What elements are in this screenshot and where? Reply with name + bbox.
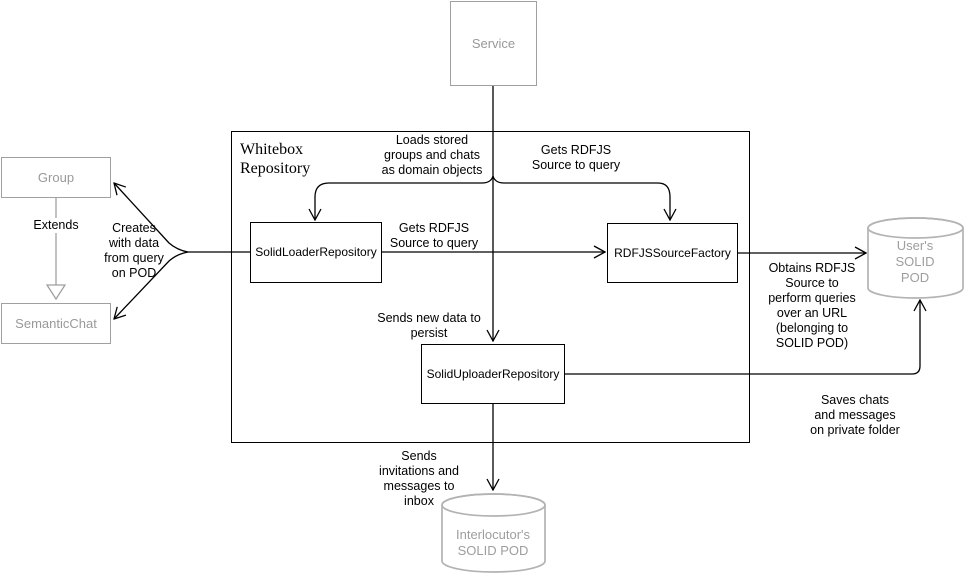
service-box-label: Service [471,35,516,51]
group-box: Group [1,157,111,198]
semantic-chat-box-label: SemanticChat [15,315,97,331]
rdfjs-source-factory-box: RDFJSSourceFactory [607,223,738,283]
cylinder-top-rim [441,493,546,517]
database-cylinder-icon [867,217,964,299]
connector-service-to-loader [315,175,494,220]
connector-loader-to-semantic-chat [114,251,189,319]
solid-uploader-repository-box: SolidUploaderRepository [421,344,565,404]
solid-uploader-repository-label: SolidUploaderRepository [426,366,560,381]
solid-loader-repository-label: SolidLoaderRepository [255,245,377,259]
interlocutors-solid-pod-cylinder [441,493,546,573]
users-solid-pod-cylinder [867,217,964,299]
connector-service-to-factory [492,175,670,220]
cylinder-top-rim [867,217,964,239]
service-box: Service [450,1,537,86]
rdfjs-source-factory-label: RDFJSSourceFactory [614,245,731,260]
semantic-chat-box: SemanticChat [1,303,111,344]
group-box-label: Group [37,169,75,185]
solid-loader-repository-box: SolidLoaderRepository [250,222,382,283]
connector-loader-to-group [114,183,189,253]
database-cylinder-icon [441,493,546,573]
connector-uploader-to-users-pod [565,300,920,375]
whitebox-repository-container [231,131,750,443]
